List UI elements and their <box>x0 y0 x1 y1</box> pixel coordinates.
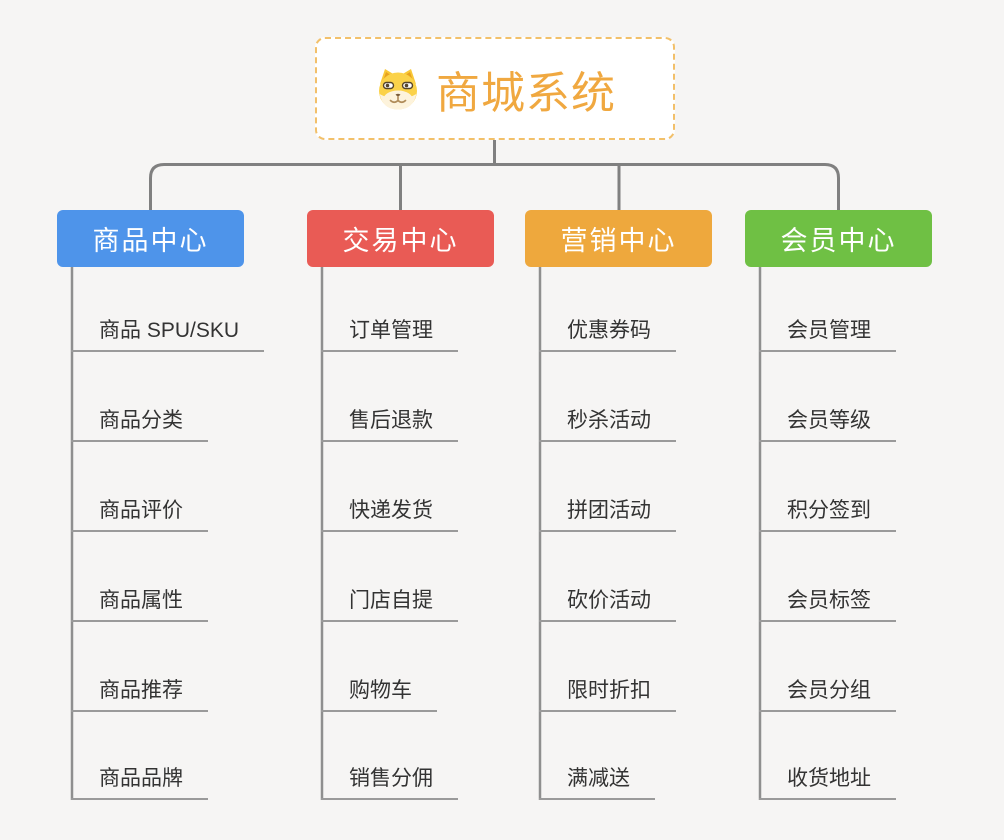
child-topic[interactable]: 快递发货 <box>321 486 458 532</box>
child-topic[interactable]: 商品评价 <box>71 486 208 532</box>
child-topic[interactable]: 积分签到 <box>759 486 896 532</box>
child-topic[interactable]: 秒杀活动 <box>539 396 676 442</box>
child-topic[interactable]: 限时折扣 <box>539 666 676 712</box>
child-topic[interactable]: 会员等级 <box>759 396 896 442</box>
root-node-mall-system[interactable]: 商城系统 <box>315 37 675 140</box>
child-topic[interactable]: 商品分类 <box>71 396 208 442</box>
child-topic[interactable]: 售后退款 <box>321 396 458 442</box>
branch-node-marketing-center[interactable]: 营销中心 <box>525 210 712 267</box>
branch-node-product-center[interactable]: 商品中心 <box>57 210 244 267</box>
child-topic[interactable]: 订单管理 <box>321 306 458 352</box>
child-topic[interactable]: 会员管理 <box>759 306 896 352</box>
root-title: 商城系统 <box>436 68 616 118</box>
child-topic[interactable]: 商品推荐 <box>71 666 208 712</box>
child-topic[interactable]: 拼团活动 <box>539 486 676 532</box>
child-topic[interactable]: 收货地址 <box>759 754 896 800</box>
child-topic[interactable]: 会员分组 <box>759 666 896 712</box>
child-topic[interactable]: 砍价活动 <box>539 576 676 622</box>
child-topic[interactable]: 优惠券码 <box>539 306 676 352</box>
child-topic[interactable]: 会员标签 <box>759 576 896 622</box>
child-topic[interactable]: 满减送 <box>539 754 655 800</box>
child-topic[interactable]: 商品属性 <box>71 576 208 622</box>
shiba-dog-icon <box>374 67 422 111</box>
child-topic[interactable]: 商品品牌 <box>71 754 208 800</box>
child-topic[interactable]: 购物车 <box>321 666 437 712</box>
child-topic[interactable]: 门店自提 <box>321 576 458 622</box>
branch-node-member-center[interactable]: 会员中心 <box>745 210 932 267</box>
branch-node-trade-center[interactable]: 交易中心 <box>307 210 494 267</box>
child-topic[interactable]: 销售分佣 <box>321 754 458 800</box>
child-topic[interactable]: 商品 SPU/SKU <box>71 306 265 352</box>
